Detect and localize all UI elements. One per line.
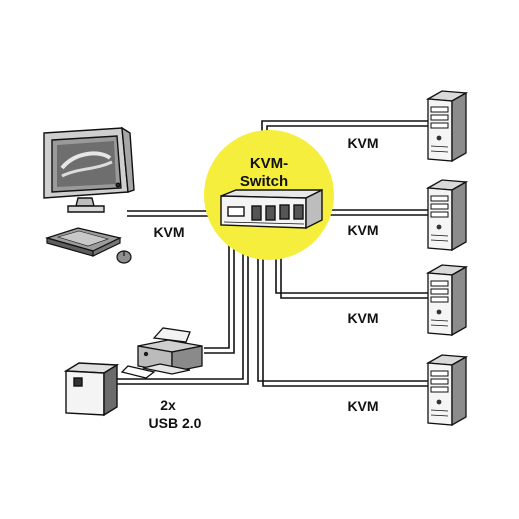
tower-pc-icon (427, 264, 467, 336)
connection-lines (117, 120, 428, 387)
pc2-link-label: KVM (347, 222, 378, 238)
printer-icon (120, 327, 203, 379)
kvm-switch-icon (220, 188, 323, 230)
switch-title-line1: KVM- (250, 155, 288, 172)
pc4-link-label: KVM (347, 398, 378, 414)
keyboard-icon (44, 227, 122, 257)
usb-label-line2: USB 2.0 (149, 415, 202, 431)
mouse-icon (116, 250, 132, 264)
tower-pc-icon (427, 354, 467, 426)
workstation-link-label: KVM (153, 224, 184, 240)
tower-pc-icon (427, 179, 467, 251)
switch-title-line2: Switch (240, 173, 288, 190)
usb-label-line1: 2x (160, 397, 176, 413)
pc3-link-label: KVM (347, 310, 378, 326)
crt-monitor-icon (43, 126, 135, 213)
external-drive-icon (63, 362, 120, 417)
tower-pc-icon (427, 90, 467, 162)
pc1-link-label: KVM (347, 135, 378, 151)
